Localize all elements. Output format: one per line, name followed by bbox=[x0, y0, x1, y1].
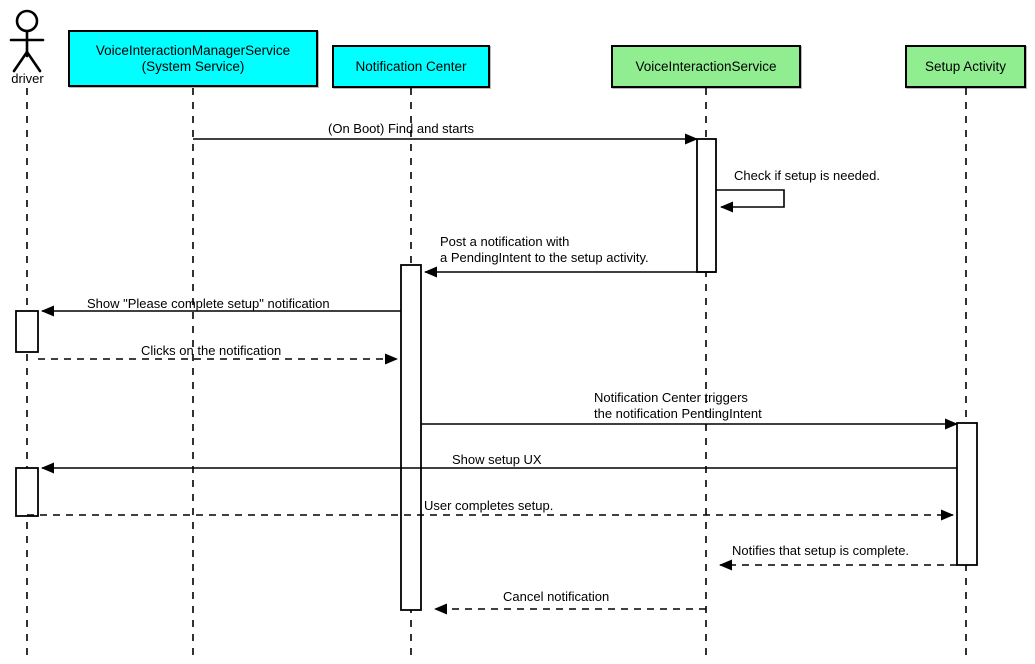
message-label-clicks-on-the-notification: Clicks on the notification bbox=[141, 343, 282, 358]
message-label-cancel-notification: Cancel notification bbox=[503, 589, 610, 604]
message-label-show-setup-ux: Show setup UX bbox=[452, 452, 542, 467]
message-label-post-a-notification: Post a notification with a PendingIntent… bbox=[440, 234, 649, 265]
activation-vis-1 bbox=[696, 138, 717, 273]
message-label-notifies-that-setup-is-complete: Notifies that setup is complete. bbox=[732, 543, 910, 558]
actor-leg-left bbox=[12, 50, 29, 73]
message-label-check-if-setup-is-needed: Check if setup is needed. bbox=[734, 168, 880, 183]
participant-label-driver: driver bbox=[11, 71, 44, 86]
message-arrows bbox=[27, 133, 958, 615]
activation-driver-2 bbox=[15, 467, 39, 517]
participant-box-setup-activity[interactable]: Setup Activity bbox=[905, 45, 1026, 88]
message-label-notification-center-triggers-pendingintent: Notification Center triggers the notific… bbox=[594, 390, 762, 421]
message-label-on-boot-find-and-starts: (On Boot) Find and starts bbox=[328, 121, 474, 136]
message-label-show-please-complete-setup-notification: Show "Please complete setup" notificatio… bbox=[87, 296, 330, 311]
actor-driver-figure bbox=[9, 9, 45, 73]
participant-box-notification-center[interactable]: Notification Center bbox=[332, 45, 490, 88]
activation-bars bbox=[15, 138, 978, 611]
message-arrow-check-if-setup-is-needed bbox=[716, 189, 785, 213]
activation-driver-1 bbox=[15, 310, 39, 353]
actor-head-icon bbox=[15, 9, 39, 33]
activation-setup-1 bbox=[956, 422, 978, 566]
participant-box-voice-interaction-service[interactable]: VoiceInteractionService bbox=[611, 45, 801, 88]
actor-leg-right bbox=[25, 50, 42, 73]
message-label-user-completes-setup: User completes setup. bbox=[424, 498, 554, 513]
participant-box-vims[interactable]: VoiceInteractionManagerService (System S… bbox=[68, 30, 318, 87]
activation-nc-1 bbox=[400, 264, 422, 611]
